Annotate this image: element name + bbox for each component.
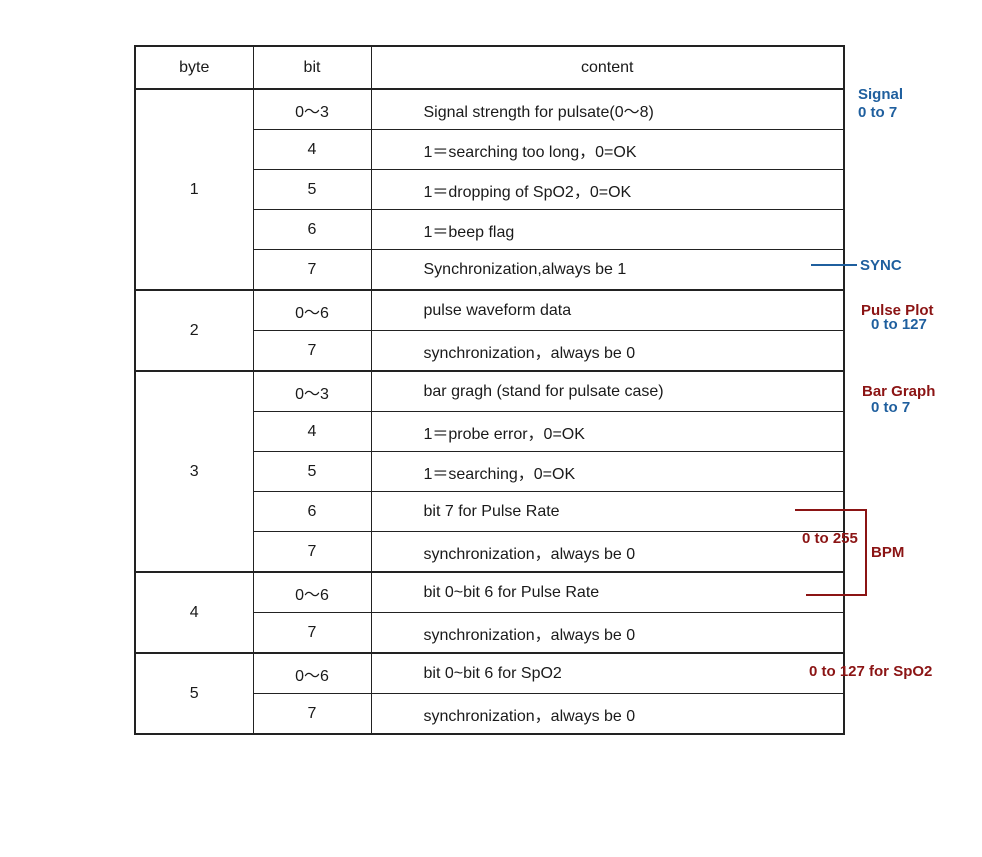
byte-cell: 2 (134, 289, 254, 372)
content-cell: bit 0~bit 6 for Pulse Rate (370, 571, 845, 613)
spo2-annotation: 0 to 127 for SpO2 (809, 663, 933, 680)
sync-annotation: SYNC (860, 257, 902, 274)
pulse-plot-annotation-range: 0 to 127 (871, 316, 927, 333)
bpm-bracket-bottom (806, 594, 867, 596)
bit-cell: 0～3 (252, 370, 372, 412)
content-cell: 1＝beep flag (370, 209, 845, 250)
bar-graph-annotation-range: 0 to 7 (871, 399, 911, 416)
content-cell: synchronization，always be 0 (370, 612, 845, 654)
content-cell: 1＝dropping of SpO2，0=OK (370, 169, 845, 210)
byte-cell: 5 (134, 652, 254, 735)
bit-cell: 7 (252, 249, 372, 291)
signal-annotation-range: 0 to 7 (858, 104, 898, 121)
table-row: 4 1＝probe error，0=OK (135, 411, 845, 452)
content-cell: 1＝probe error，0=OK (370, 411, 845, 452)
table-row: 1 0～3 Signal strength for pulsate(0～8) (134, 88, 845, 291)
table-header-row: byte bit content (134, 45, 845, 90)
bar-graph-annotation-title: Bar Graph (862, 383, 936, 400)
table-row: 6 bit 7 for Pulse Rate (135, 491, 845, 532)
table-row: 7 synchronization，always be 0 (135, 693, 845, 735)
table-row: 7 synchronization，always be 0 (135, 612, 845, 654)
bit-cell: 0～3 (252, 88, 372, 130)
pulse-plot-annotation-title: Pulse Plot (861, 302, 934, 319)
protocol-table: byte bit content 1 0～3 Signal strength f… (134, 45, 845, 735)
bit-cell: 5 (252, 169, 372, 210)
bit-cell: 7 (252, 531, 372, 573)
signal-annotation-title: Signal (858, 86, 904, 103)
bit-cell: 6 (252, 209, 372, 250)
bpm-range-annotation: 0 to 255 (802, 530, 858, 547)
bit-cell: 0～6 (252, 571, 372, 613)
byte-cell: 3 (134, 370, 254, 573)
bit-cell: 5 (252, 451, 372, 492)
table-row: 5 1＝dropping of SpO2，0=OK (135, 169, 845, 210)
header-bit: bit (252, 45, 372, 90)
table-row: 3 0～3 bar gragh (stand for pulsate case) (134, 370, 845, 573)
byte-cell: 4 (134, 571, 254, 654)
content-cell: synchronization，always be 0 (370, 531, 845, 573)
header-content: content (370, 45, 845, 90)
table-row: 5 1＝searching，0=OK (135, 451, 845, 492)
table-row: 5 0～6 bit 0~bit 6 for SpO2 (134, 652, 845, 735)
bit-cell: 4 (252, 411, 372, 452)
bpm-annotation: BPM (871, 544, 905, 561)
bit-cell: 6 (252, 491, 372, 532)
content-cell: bit 7 for Pulse Rate (370, 491, 845, 532)
bit-cell: 7 (252, 330, 372, 372)
content-cell: synchronization，always be 0 (370, 330, 845, 372)
bit-cell: 4 (252, 129, 372, 170)
table-row: 2 0～6 pulse waveform data (134, 289, 845, 372)
table-row: 4 0～6 bit 0~bit 6 for Pulse Rate (134, 571, 845, 654)
table-row: 7 Synchronization,always be 1 (135, 249, 845, 291)
header-byte: byte (134, 45, 254, 90)
bit-cell: 7 (252, 612, 372, 654)
bit-cell: 0～6 (252, 652, 372, 694)
sync-connector-line (811, 264, 857, 266)
bit-cell: 7 (252, 693, 372, 735)
content-cell: Synchronization,always be 1 (370, 249, 845, 291)
content-cell: 1＝searching，0=OK (370, 451, 845, 492)
table-row: 7 synchronization，always be 0 (135, 531, 845, 573)
bpm-bracket-top (795, 509, 866, 511)
byte-cell: 1 (134, 88, 254, 291)
table-row: 6 1＝beep flag (135, 209, 845, 250)
content-cell: Signal strength for pulsate(0～8) (370, 88, 845, 130)
bit-cell: 0～6 (252, 289, 372, 331)
content-cell: 1＝searching too long，0=OK (370, 129, 845, 170)
content-cell: pulse waveform data (370, 289, 845, 331)
content-cell: bit 0~bit 6 for SpO2 (370, 652, 845, 694)
content-cell: bar gragh (stand for pulsate case) (370, 370, 845, 412)
bpm-bracket-vertical (865, 509, 867, 595)
table-row: 7 synchronization，always be 0 (135, 330, 845, 372)
content-cell: synchronization，always be 0 (370, 693, 845, 735)
